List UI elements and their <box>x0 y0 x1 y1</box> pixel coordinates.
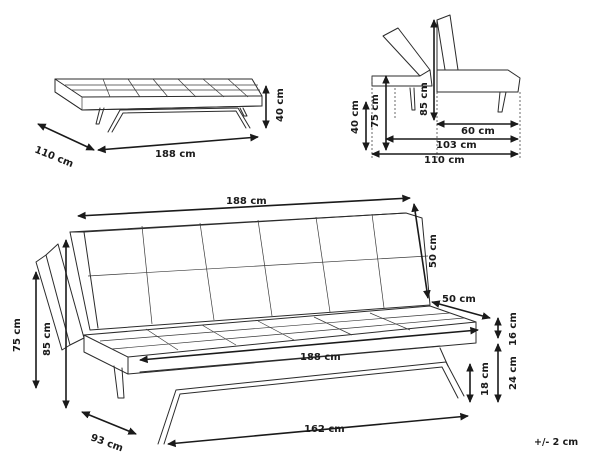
profile-depth-103-label: 103 cm <box>436 140 477 151</box>
flat-bed-view: 110 cm 188 cm 40 cm <box>33 78 286 170</box>
main-seat-height-label: 24 cm <box>508 356 519 390</box>
side-profile-view: 40 cm 75 cm 85 cm 60 cm 103 cm 110 cm <box>350 14 521 166</box>
main-leg-span-label: 162 cm <box>304 424 345 435</box>
flat-width-label: 188 cm <box>155 149 196 160</box>
profile-depth-110-label: 110 cm <box>424 155 465 166</box>
sofa-main-view: 188 cm 50 cm 50 cm 188 cm 16 cm 24 cm 18… <box>12 194 578 454</box>
profile-depth-60-label: 60 cm <box>461 126 495 137</box>
flat-depth-label: 110 cm <box>33 145 75 170</box>
tolerance-note: +/- 2 cm <box>534 437 578 448</box>
main-height-85-label: 85 cm <box>42 322 53 356</box>
main-top-width-label: 188 cm <box>226 196 267 207</box>
main-depth-label: 93 cm <box>89 432 124 454</box>
main-height-75-label: 75 cm <box>12 318 23 352</box>
main-back-height-label: 50 cm <box>428 234 439 268</box>
profile-height-40-label: 40 cm <box>350 100 361 134</box>
profile-height-85-label: 85 cm <box>419 82 430 116</box>
profile-height-75-label: 75 cm <box>370 94 381 128</box>
flat-height-label: 40 cm <box>275 88 286 122</box>
main-seat-depth-label: 50 cm <box>442 294 476 305</box>
main-leg-height-label: 18 cm <box>480 362 491 396</box>
main-seat-width-label: 188 cm <box>300 352 341 363</box>
main-seat-thickness-label: 16 cm <box>508 312 519 346</box>
